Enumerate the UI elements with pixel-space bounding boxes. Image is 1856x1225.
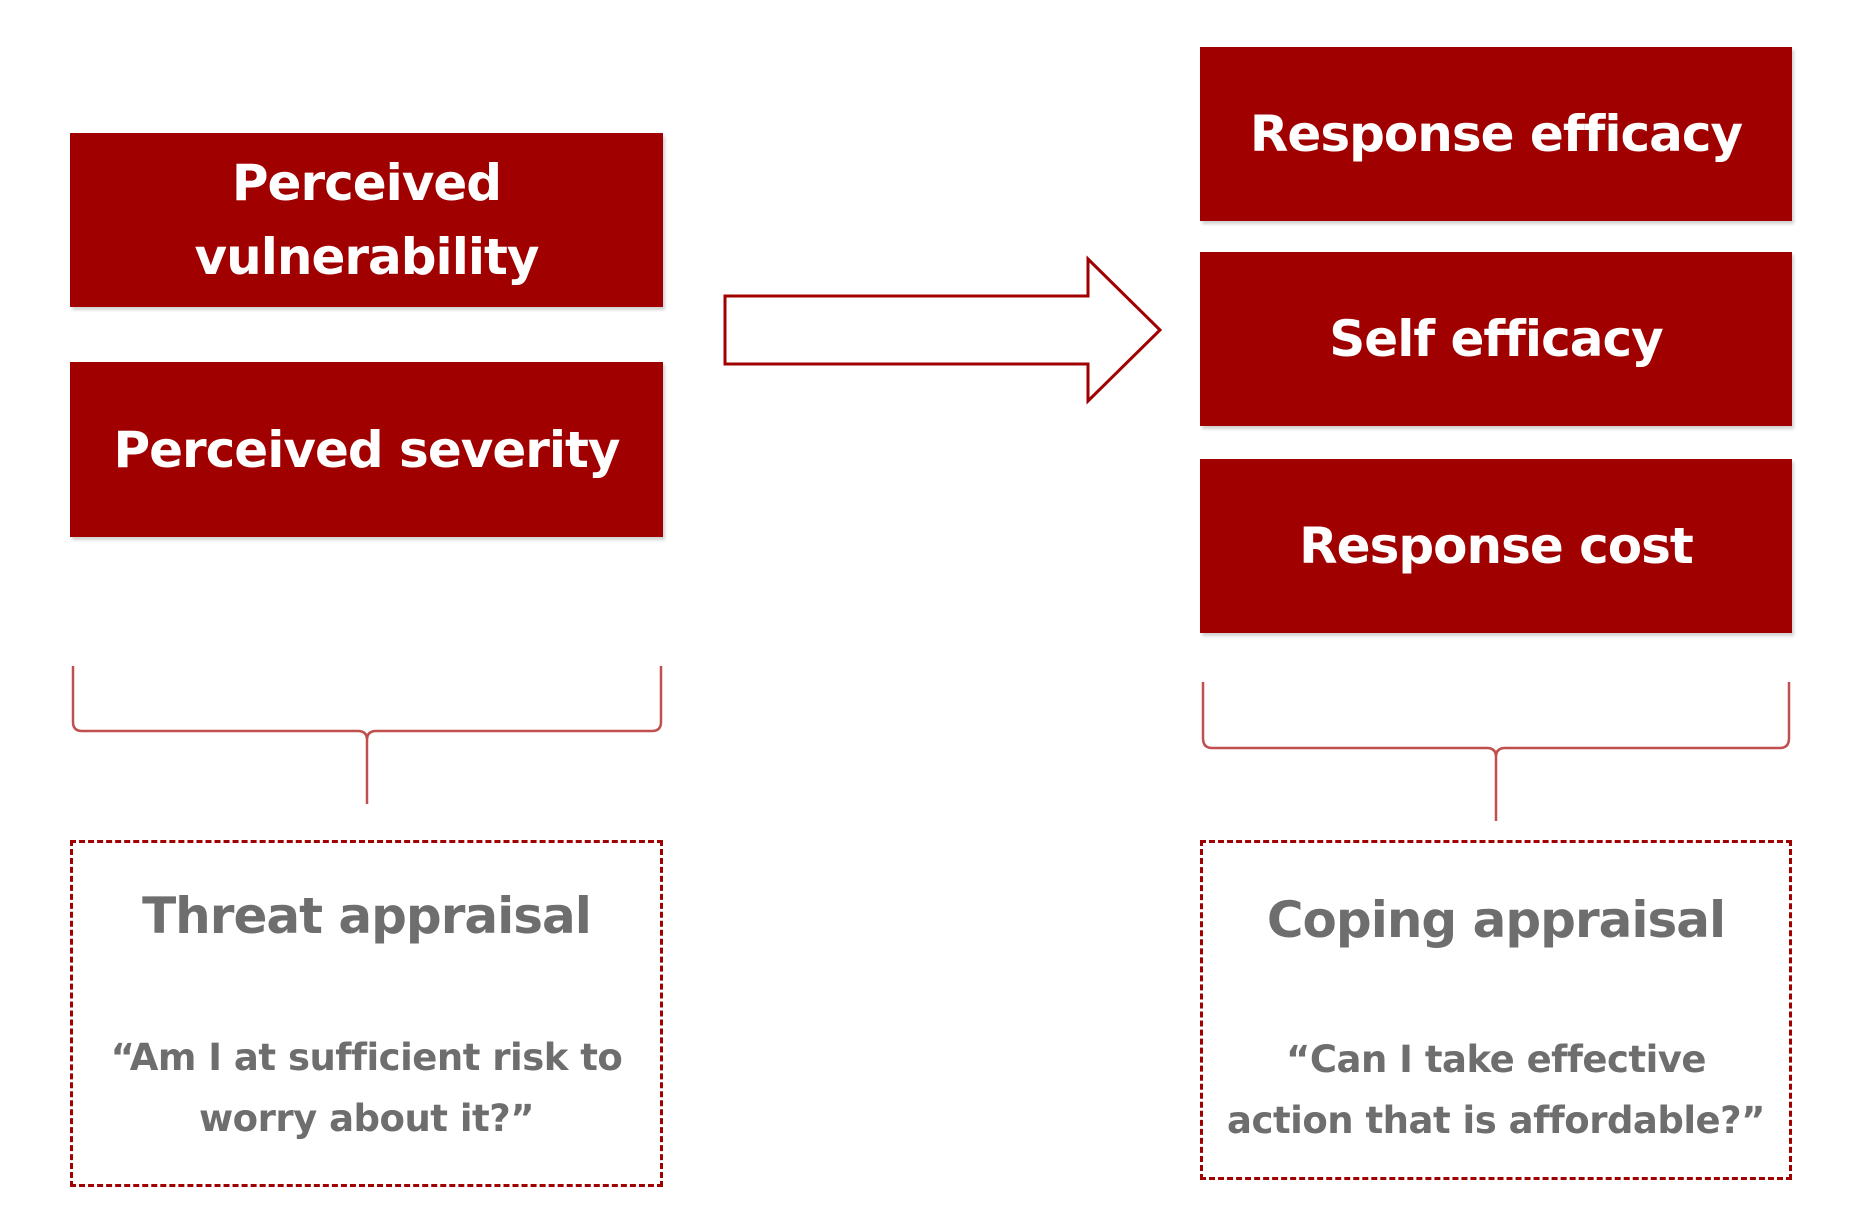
perceived-vulnerability-box: Perceived vulnerability bbox=[70, 133, 663, 307]
coping-appraisal-box: Coping appraisal “Can I take effective a… bbox=[1200, 840, 1792, 1180]
response-cost-box: Response cost bbox=[1200, 459, 1792, 633]
threat-appraisal-quote: “Am I at sufficient risk to worry about … bbox=[73, 1027, 660, 1149]
threat-appraisal-title: Threat appraisal bbox=[142, 887, 592, 945]
right-arrow-icon bbox=[723, 255, 1163, 405]
perceived-severity-label: Perceived severity bbox=[113, 420, 620, 479]
threat-appraisal-box: Threat appraisal “Am I at sufficient ris… bbox=[70, 840, 663, 1187]
coping-appraisal-quote: “Can I take effective action that is aff… bbox=[1203, 1029, 1789, 1151]
perceived-severity-box: Perceived severity bbox=[70, 362, 663, 537]
response-efficacy-box: Response efficacy bbox=[1200, 47, 1792, 221]
right-brace-icon bbox=[1201, 682, 1791, 821]
self-efficacy-box: Self efficacy bbox=[1200, 252, 1792, 426]
perceived-vulnerability-line-1: Perceived bbox=[231, 154, 502, 212]
coping-appraisal-quote-line-1: “Can I take effective bbox=[1286, 1038, 1706, 1081]
threat-appraisal-quote-line-2: worry about it?” bbox=[198, 1097, 535, 1140]
threat-appraisal-quote-line-1: “Am I at sufficient risk to bbox=[110, 1036, 623, 1079]
response-cost-label: Response cost bbox=[1299, 517, 1694, 575]
perceived-vulnerability-line-2: vulnerability bbox=[194, 228, 540, 286]
response-efficacy-label: Response efficacy bbox=[1249, 105, 1743, 163]
left-brace-icon bbox=[71, 666, 663, 804]
coping-appraisal-title: Coping appraisal bbox=[1266, 891, 1726, 949]
coping-appraisal-quote-line-2: action that is affordable?” bbox=[1227, 1099, 1765, 1142]
self-efficacy-label: Self efficacy bbox=[1329, 310, 1663, 368]
